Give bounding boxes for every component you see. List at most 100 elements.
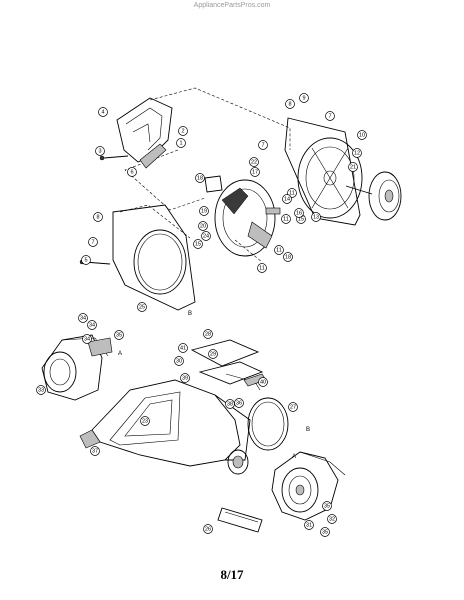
svg-text:6: 6 — [130, 169, 133, 175]
svg-text:38: 38 — [227, 401, 233, 407]
svg-text:12: 12 — [354, 150, 360, 156]
side-plate — [284, 117, 361, 226]
svg-text:35: 35 — [116, 332, 122, 338]
callout-number: 22 — [249, 157, 259, 167]
callout-number: 35 — [114, 330, 124, 340]
left-fan-housing — [41, 334, 103, 401]
svg-text:11: 11 — [289, 190, 295, 196]
svg-text:1: 1 — [179, 140, 182, 146]
svg-text:19: 19 — [201, 208, 207, 214]
callout-number: 27 — [288, 402, 298, 412]
svg-text:33: 33 — [38, 387, 44, 393]
svg-text:24: 24 — [203, 233, 209, 239]
callout-number: 29 — [208, 349, 218, 359]
callout-number: 16 — [294, 208, 304, 218]
callout-number: 14 — [282, 194, 292, 204]
svg-text:25: 25 — [139, 304, 145, 310]
callout-number: 33 — [36, 385, 46, 395]
callout-number: 40 — [258, 377, 268, 387]
svg-text:41: 41 — [180, 345, 186, 351]
callout-number: 34 — [78, 313, 88, 323]
letter-marker: A — [118, 351, 122, 357]
letter-marker: A — [292, 454, 296, 460]
svg-text:36: 36 — [236, 400, 242, 406]
svg-text:7: 7 — [328, 113, 331, 119]
svg-text:7: 7 — [261, 142, 264, 148]
callout-number: 2 — [178, 126, 188, 136]
callout-number: 23 — [140, 416, 150, 426]
callout-number: 11 — [274, 245, 284, 255]
callout-number: 11 — [257, 263, 267, 273]
callout-number: 15 — [193, 239, 203, 249]
wheel — [368, 171, 402, 221]
svg-text:13: 13 — [313, 214, 319, 220]
callout-number: 18 — [195, 173, 205, 183]
upper-assembly — [79, 87, 402, 311]
callout-number: 25 — [137, 302, 147, 312]
callout-number: 32 — [327, 514, 337, 524]
svg-text:39: 39 — [182, 375, 188, 381]
callout-number: 35 — [320, 527, 330, 537]
svg-text:34: 34 — [80, 315, 86, 321]
callout-number: 39 — [180, 373, 190, 383]
svg-text:10: 10 — [359, 132, 365, 138]
svg-text:15: 15 — [195, 241, 201, 247]
callout-number: 28 — [203, 329, 213, 339]
callout-number: 30 — [174, 356, 184, 366]
svg-text:8: 8 — [288, 101, 291, 107]
svg-text:2: 2 — [181, 128, 184, 134]
svg-text:23: 23 — [142, 418, 148, 424]
svg-text:34: 34 — [89, 322, 95, 328]
svg-text:31: 31 — [306, 522, 312, 528]
svg-text:3: 3 — [98, 148, 101, 154]
svg-text:5: 5 — [84, 257, 87, 263]
letter-markers: A B B A — [118, 311, 310, 460]
lower-assembly — [41, 334, 346, 533]
callout-numbers: 1234567778891011111111121314151516171818… — [36, 93, 367, 537]
svg-text:16: 16 — [296, 210, 302, 216]
svg-text:34: 34 — [84, 336, 90, 342]
svg-text:11: 11 — [259, 265, 265, 271]
svg-text:29: 29 — [210, 351, 216, 357]
svg-text:8: 8 — [96, 214, 99, 220]
callout-number: 10 — [357, 130, 367, 140]
svg-text:18: 18 — [285, 254, 291, 260]
svg-text:20: 20 — [200, 223, 206, 229]
discharge-shroud — [91, 379, 241, 467]
callout-number: 18 — [283, 252, 293, 262]
svg-text:30: 30 — [176, 358, 182, 364]
impeller-housing — [214, 179, 276, 257]
seal-ring — [247, 397, 289, 451]
svg-text:40: 40 — [260, 379, 266, 385]
callout-number: 41 — [178, 343, 188, 353]
callout-number: 11 — [281, 214, 291, 224]
svg-text:21: 21 — [350, 164, 356, 170]
callout-number: 17 — [250, 167, 260, 177]
large-gear-disc — [297, 137, 363, 219]
svg-text:27: 27 — [290, 404, 296, 410]
callout-number: 38 — [225, 399, 235, 409]
callout-number: 1 — [176, 138, 186, 148]
callout-number: 7 — [325, 111, 335, 121]
svg-text:28: 28 — [205, 331, 211, 337]
callout-number: 20 — [198, 221, 208, 231]
svg-text:32: 32 — [329, 516, 335, 522]
callout-number: 6 — [127, 167, 137, 177]
callout-number: 35 — [322, 501, 332, 511]
svg-text:11: 11 — [283, 216, 289, 222]
svg-text:26: 26 — [205, 526, 211, 532]
watermark: AppliancePartsPros.com — [193, 2, 271, 9]
page-number: 8/17 — [220, 567, 244, 582]
callout-number: 37 — [90, 446, 100, 456]
callout-number: 4 — [98, 107, 108, 117]
callout-number: 12 — [352, 148, 362, 158]
callout-number: 24 — [201, 231, 211, 241]
svg-text:35: 35 — [322, 529, 328, 535]
callout-number: 13 — [311, 212, 321, 222]
callout-number: 7 — [258, 140, 268, 150]
svg-text:35: 35 — [324, 503, 330, 509]
svg-text:4: 4 — [101, 109, 104, 115]
bracket-6 — [139, 143, 167, 169]
callout-number: 34 — [82, 334, 92, 344]
